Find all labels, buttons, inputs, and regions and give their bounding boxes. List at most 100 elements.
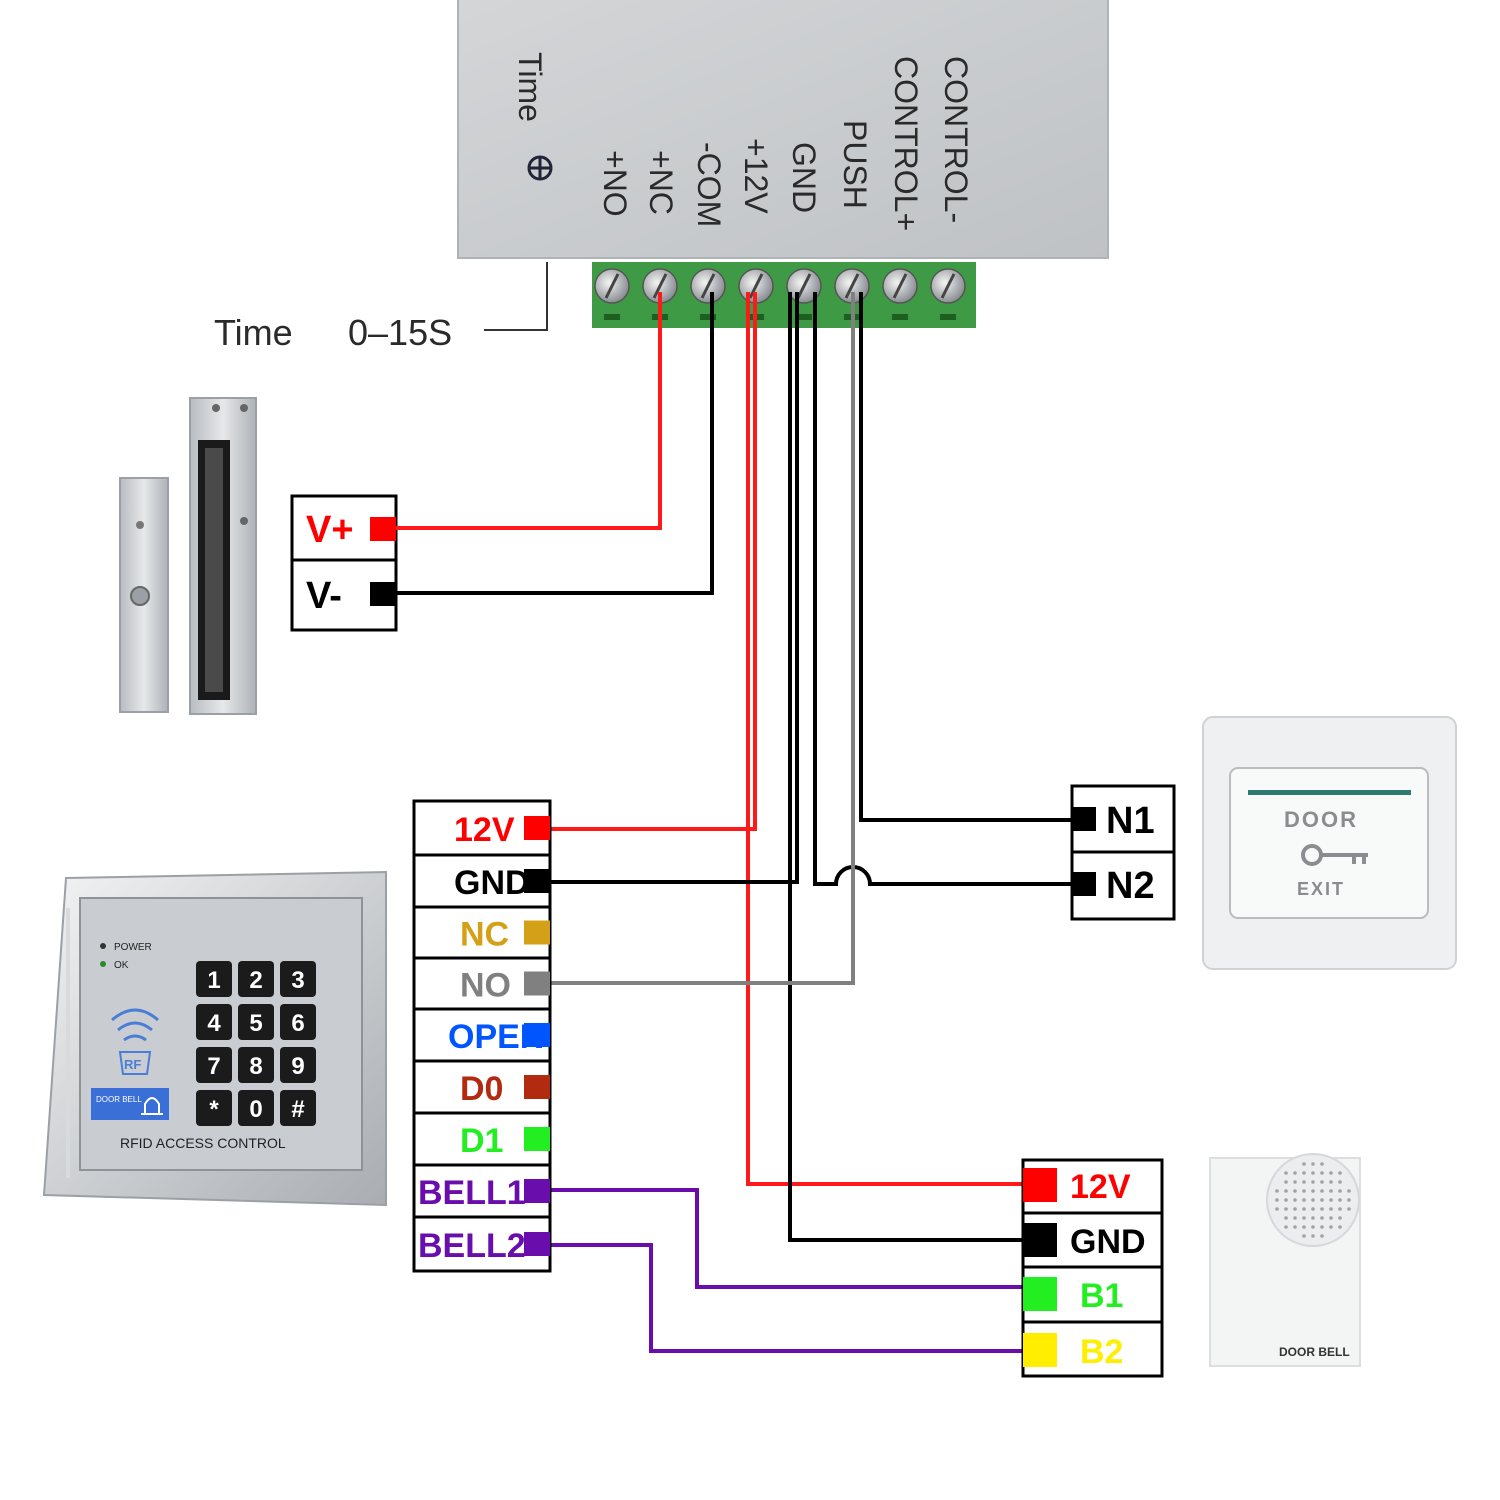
wire-gnd-to-bell [788, 292, 1024, 1242]
keypad-pin-marker [524, 869, 550, 893]
bell-pin-marker [1023, 1223, 1057, 1257]
speaker-hole [1320, 1198, 1324, 1202]
key-icon [1301, 844, 1368, 866]
wire-nc-to-vplus [396, 292, 662, 530]
terminal-label: CONTROL- [938, 56, 974, 223]
speaker-hole [1293, 1189, 1297, 1193]
keypad-key[interactable]: # [280, 1090, 316, 1126]
keypad-key-label: 7 [207, 1053, 220, 1080]
speaker-hole [1293, 1180, 1297, 1184]
speaker-hole [1320, 1171, 1324, 1175]
speaker-hole [1338, 1207, 1342, 1211]
speaker-hole [1284, 1189, 1288, 1193]
wire-12v-to-bell [746, 292, 1024, 1186]
speaker-hole [1347, 1198, 1351, 1202]
keypad-pin-marker [524, 816, 550, 840]
speaker-hole [1320, 1216, 1324, 1220]
keypad-pin-label: BELL2 [418, 1227, 526, 1265]
screw-slot [748, 273, 764, 299]
speaker-hole [1311, 1225, 1315, 1229]
rf-waves-icon [111, 1008, 159, 1042]
keypad-key[interactable]: 3 [280, 961, 316, 997]
time-range-value: 0–15S [348, 312, 452, 353]
speaker-hole [1329, 1216, 1333, 1220]
keypad-key[interactable]: 0 [238, 1090, 274, 1126]
terminal-slot [940, 314, 956, 320]
wire-push-to-keypad-no [549, 292, 855, 985]
speaker-hole [1329, 1198, 1333, 1202]
speaker-hole [1320, 1162, 1324, 1166]
wire-bell1-to-b1 [549, 1188, 1024, 1289]
speaker-hole [1311, 1171, 1315, 1175]
keypad-key-label: 6 [291, 1010, 304, 1037]
terminal-label: GND [786, 142, 822, 213]
exit-pin-label: N1 [1106, 800, 1155, 842]
time-potentiometer-icon [527, 140, 591, 212]
speaker-hole [1329, 1180, 1333, 1184]
speaker-hole [1284, 1207, 1288, 1211]
keypad-pin-marker [524, 1179, 550, 1203]
ok-led-icon [100, 961, 106, 967]
keypad-pin-label: D0 [460, 1070, 503, 1108]
keypad-key[interactable]: 7 [196, 1047, 232, 1083]
screw-slot [940, 273, 956, 299]
rf-badge: RF [118, 1051, 152, 1075]
speaker-hole [1302, 1198, 1306, 1202]
bell-pin-label: B1 [1080, 1277, 1123, 1315]
terminal-slot [604, 314, 620, 320]
keypad-key[interactable]: 2 [238, 961, 274, 997]
speaker-hole [1302, 1171, 1306, 1175]
keypad-pin-label: 12V [454, 811, 515, 849]
keypad-key[interactable]: 6 [280, 1004, 316, 1040]
wire-com-to-vminus [396, 292, 714, 595]
speaker-hole [1302, 1189, 1306, 1193]
keypad-key[interactable]: * [196, 1090, 232, 1126]
terminal-label: CONTROL+ [888, 56, 924, 231]
power-indicator-label: POWER [114, 942, 152, 953]
wire-push-to-exit-n1 [859, 292, 1072, 822]
screw-slot [796, 273, 812, 299]
speaker-hole [1284, 1171, 1288, 1175]
armature-plate [119, 477, 169, 713]
speaker-hole [1347, 1207, 1351, 1211]
speaker-hole [1275, 1207, 1279, 1211]
keypad-key[interactable]: 4 [196, 1004, 232, 1040]
keypad-pin-label: GND [454, 864, 530, 902]
speaker-hole [1338, 1171, 1342, 1175]
speaker-hole [1338, 1225, 1342, 1229]
speaker-hole [1311, 1189, 1315, 1193]
speaker-hole [1320, 1189, 1324, 1193]
keypad-key[interactable]: 8 [238, 1047, 274, 1083]
keypad-key[interactable]: 1 [196, 961, 232, 997]
pot-time-label: Time [512, 52, 548, 122]
keypad-key-label: 1 [207, 967, 220, 994]
lock-terminal-box: V+ V- [290, 494, 398, 632]
speaker-hole [1347, 1189, 1351, 1193]
speaker-hole [1320, 1207, 1324, 1211]
keypad-key-label: # [291, 1096, 304, 1123]
keypad-key[interactable]: 9 [280, 1047, 316, 1083]
speaker-hole [1338, 1198, 1342, 1202]
speaker-hole [1320, 1234, 1324, 1238]
terminal-slot [700, 314, 716, 320]
keypad-pin-label: D1 [460, 1122, 503, 1160]
speaker-hole [1275, 1198, 1279, 1202]
keypad-pin-label: BELL1 [418, 1174, 526, 1212]
speaker-hole [1311, 1234, 1315, 1238]
door-bell-key[interactable] [91, 1088, 169, 1120]
keypad-key-label: 8 [249, 1053, 262, 1080]
keypad-pin-label: NC [460, 916, 509, 954]
speaker-hole [1311, 1207, 1315, 1211]
speaker-hole [1338, 1216, 1342, 1220]
speaker-hole [1293, 1198, 1297, 1202]
keypad-key[interactable]: 5 [238, 1004, 274, 1040]
speaker-hole [1338, 1180, 1342, 1184]
electromagnet-body [189, 397, 257, 715]
screw-slot [892, 273, 908, 299]
keypad-pin-marker [524, 1075, 550, 1099]
speaker-hole [1275, 1189, 1279, 1193]
